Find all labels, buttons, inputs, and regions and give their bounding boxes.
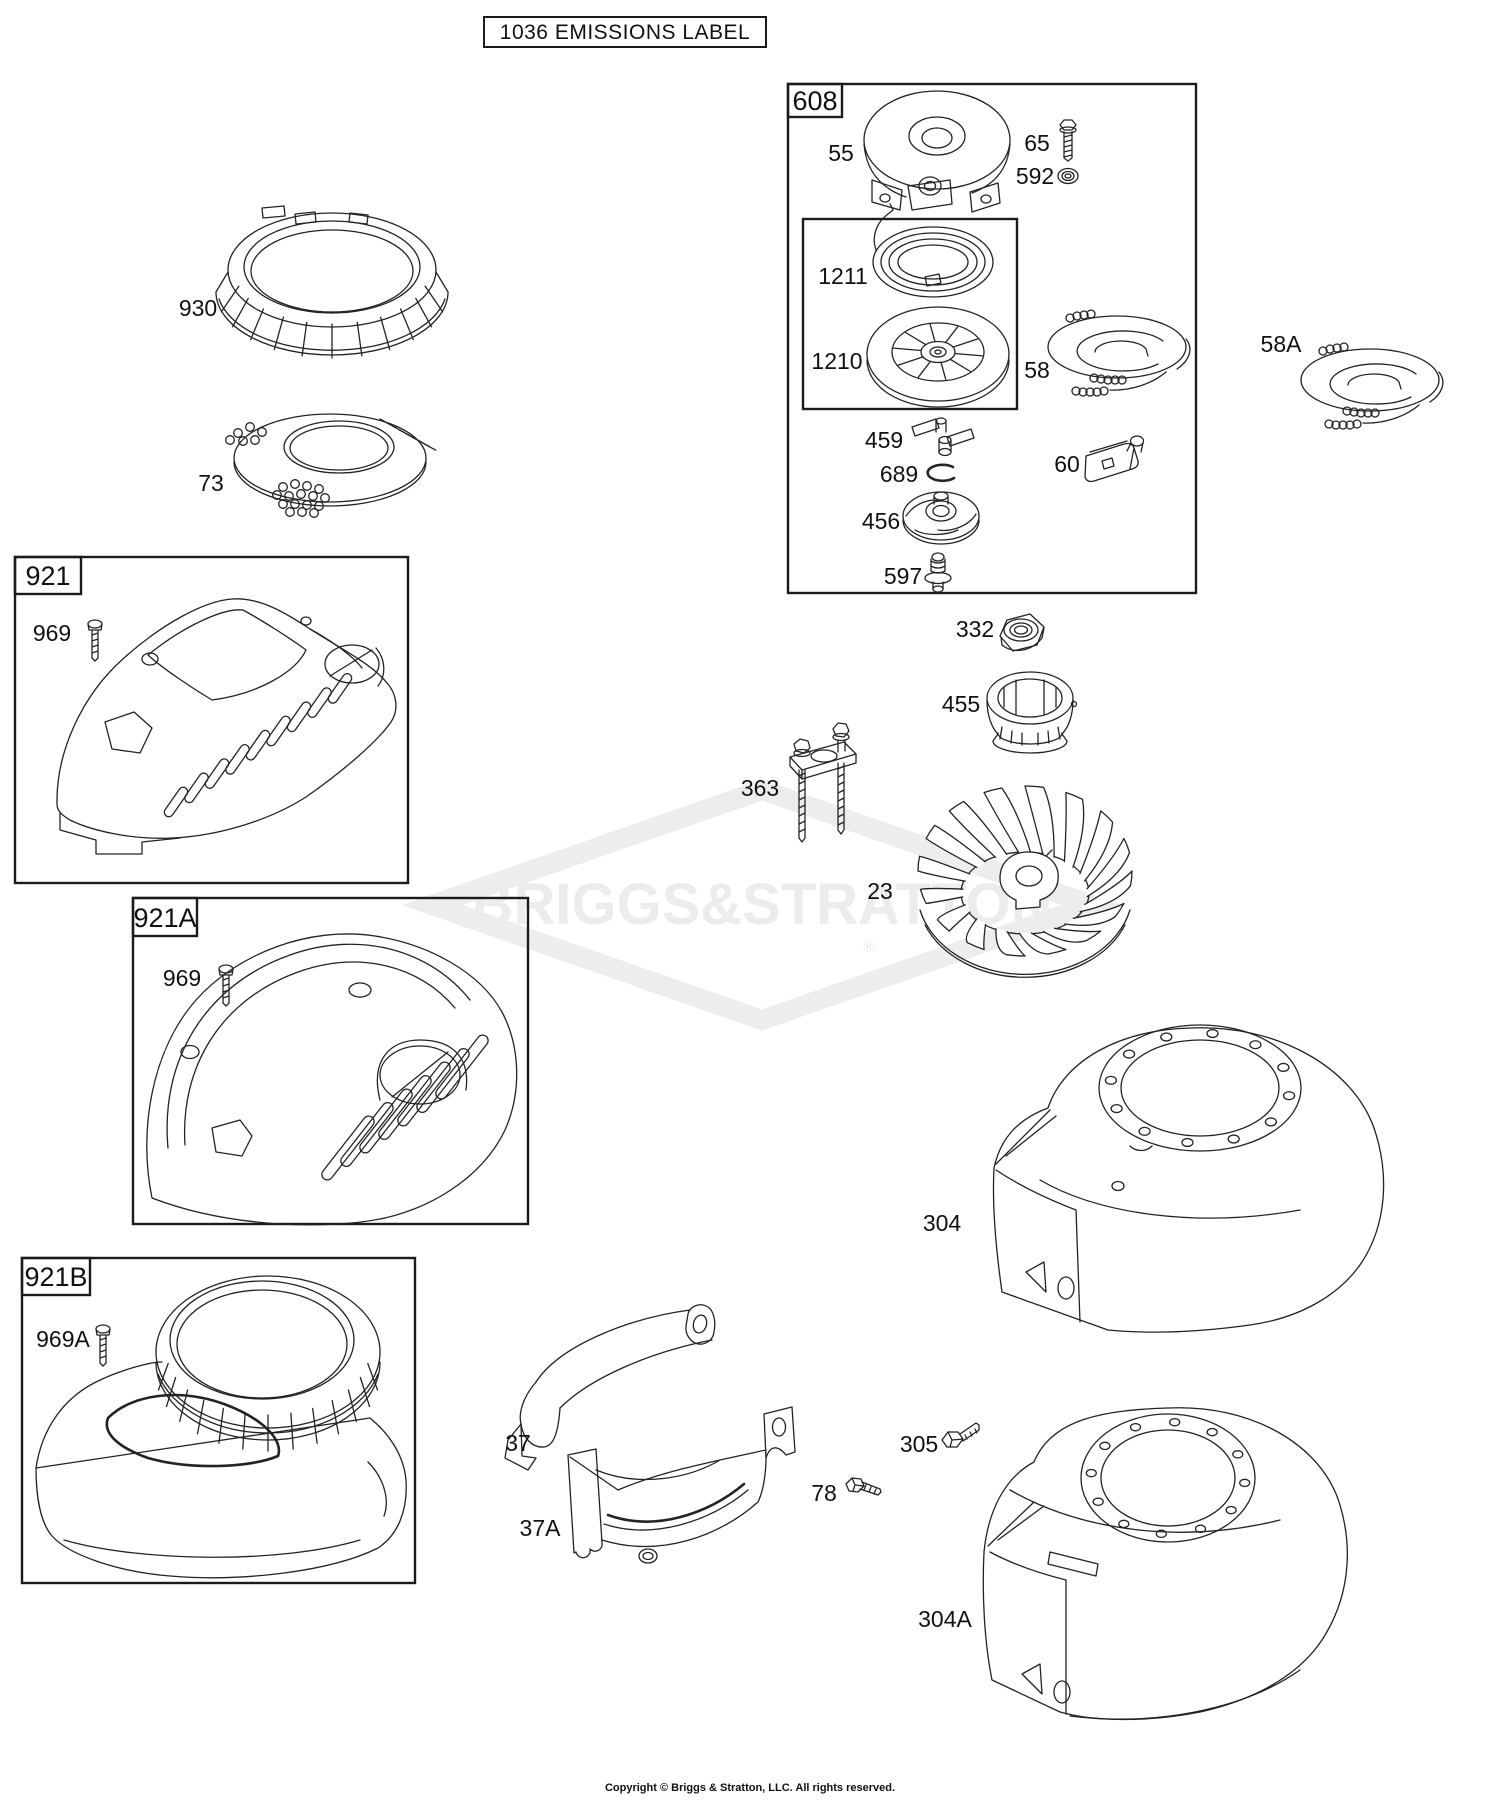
part-55-drawing: [863, 90, 1011, 213]
part-55-label: 55: [828, 140, 854, 166]
part-459-drawing: [911, 417, 975, 457]
part-332-drawing: [999, 613, 1045, 652]
part-1211-drawing: [872, 203, 994, 298]
part-58-drawing: [1047, 309, 1191, 397]
part-921A-cover-drawing: [146, 933, 518, 1226]
part-305-drawing: [941, 1422, 980, 1448]
part-455-drawing: [986, 671, 1078, 754]
part-969-drawing-921A: [218, 964, 234, 1007]
part-969-label-921: 969: [33, 620, 71, 646]
copyright-text: Copyright © Briggs & Stratton, LLC. All …: [605, 1782, 895, 1794]
group-label-921: 921: [25, 561, 70, 591]
part-455-label: 455: [942, 691, 980, 717]
part-969-label-921A: 969: [163, 965, 201, 991]
part-305-label: 305: [900, 1431, 938, 1457]
part-23-label: 23: [867, 878, 893, 904]
part-1210-label: 1210: [811, 348, 862, 374]
part-969A-drawing: [95, 1324, 111, 1367]
part-37-label: 37: [505, 1430, 531, 1456]
part-304-label: 304: [923, 1210, 962, 1236]
group-box-921: 921: [13, 555, 410, 885]
part-456-drawing: [902, 491, 980, 545]
group-label-921B: 921B: [24, 1262, 87, 1292]
part-459-label: 459: [865, 427, 903, 453]
part-65-label: 65: [1024, 130, 1050, 156]
part-689-label: 689: [880, 461, 918, 487]
part-304-drawing: [992, 1024, 1385, 1333]
emissions-label-text: 1036 EMISSIONS LABEL: [500, 21, 750, 44]
group-box-608: 608: [786, 82, 1198, 595]
part-labels: 55 65 592 1211 1210 459 689 456 597 58 6…: [33, 130, 1302, 1632]
part-363-drawing: [789, 722, 857, 843]
emissions-label-box: 1036 EMISSIONS LABEL: [483, 16, 767, 48]
part-969-drawing-921: [87, 619, 103, 662]
group-box-921B: 921B: [20, 1256, 417, 1585]
watermark-registered-icon: ®: [863, 939, 875, 956]
part-1211-label: 1211: [818, 263, 867, 289]
part-689-drawing: [926, 463, 956, 483]
part-73-label: 73: [198, 470, 224, 496]
part-592-drawing: [1057, 167, 1079, 185]
part-363-label: 363: [741, 775, 779, 801]
part-78-label: 78: [811, 1480, 837, 1506]
part-597-label: 597: [884, 563, 922, 589]
part-23-drawing: [917, 785, 1133, 978]
part-73-drawing: [225, 413, 437, 518]
part-37A-drawing: [567, 1406, 796, 1564]
part-1210-drawing: [866, 306, 1010, 408]
part-930-label: 930: [179, 295, 217, 321]
part-304A-drawing: [982, 1407, 1348, 1721]
part-921-cover-drawing: [56, 598, 397, 855]
part-65-drawing: [1059, 119, 1077, 162]
group-box-921A: 921A: [131, 896, 530, 1226]
part-58-label: 58: [1024, 357, 1050, 383]
part-37A-label: 37A: [520, 1515, 562, 1541]
part-930-drawing: [215, 205, 449, 359]
part-60-label: 60: [1054, 451, 1080, 477]
group-label-921A: 921A: [133, 903, 196, 933]
part-597-drawing: [924, 552, 952, 593]
part-58A-drawing: [1300, 342, 1444, 430]
briggs-stratton-watermark: BRIGGS&STRATTON ®: [401, 779, 1123, 1031]
part-78-drawing: [845, 1477, 882, 1496]
part-332-label: 332: [956, 616, 994, 642]
part-969A-label: 969A: [36, 1326, 90, 1352]
part-304A-label: 304A: [918, 1606, 972, 1632]
group-label-608: 608: [792, 86, 837, 116]
part-592-label: 592: [1016, 163, 1054, 189]
part-921B-housing-drawing: [35, 1275, 407, 1579]
part-456-label: 456: [862, 508, 900, 534]
part-37-drawing: [504, 1304, 716, 1471]
part-58A-label: 58A: [1261, 331, 1303, 357]
part-60-drawing: [1084, 435, 1145, 483]
watermark-text: BRIGGS&STRATTON: [471, 872, 1052, 937]
